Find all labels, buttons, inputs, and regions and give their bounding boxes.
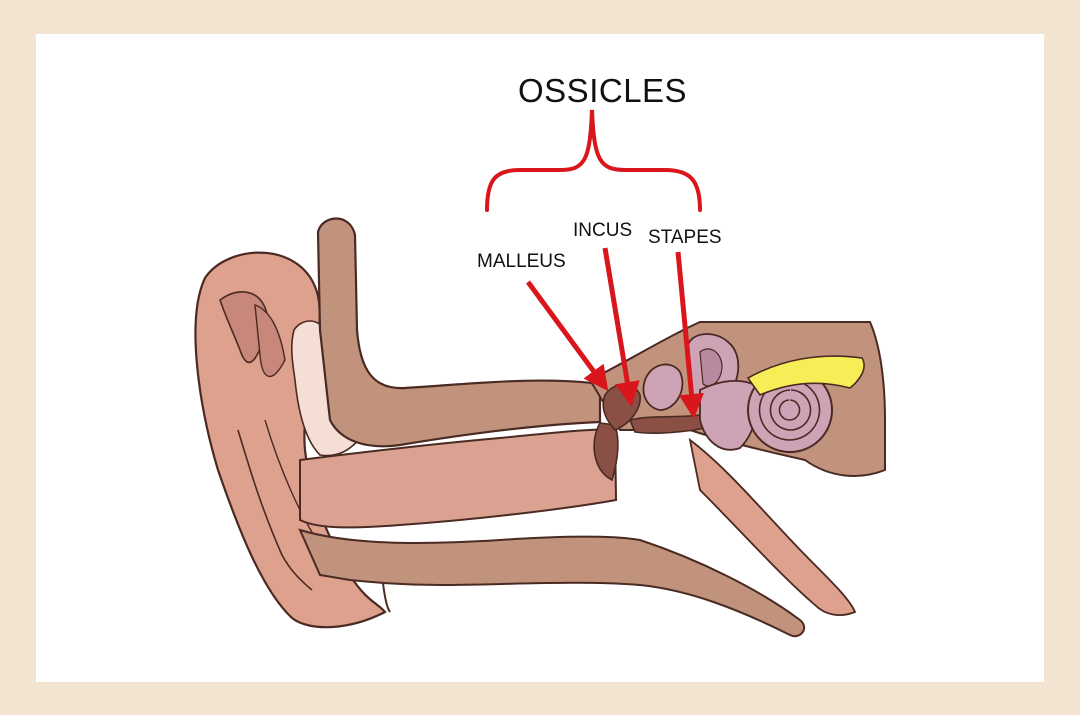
diagram-title: OSSICLES: [518, 72, 688, 109]
stapes-arrow: [675, 251, 704, 419]
auditory-nerve: [746, 355, 865, 396]
incus-label: INCUS: [573, 220, 633, 241]
incus-arrow: [602, 247, 640, 407]
ossicles-bracket: [485, 109, 702, 212]
malleus-label: MALLEUS: [477, 251, 566, 272]
eardrum: [593, 422, 619, 482]
stapes-label: STAPES: [648, 227, 722, 248]
auricle: [194, 251, 391, 629]
malleus-arrow: [525, 280, 609, 392]
